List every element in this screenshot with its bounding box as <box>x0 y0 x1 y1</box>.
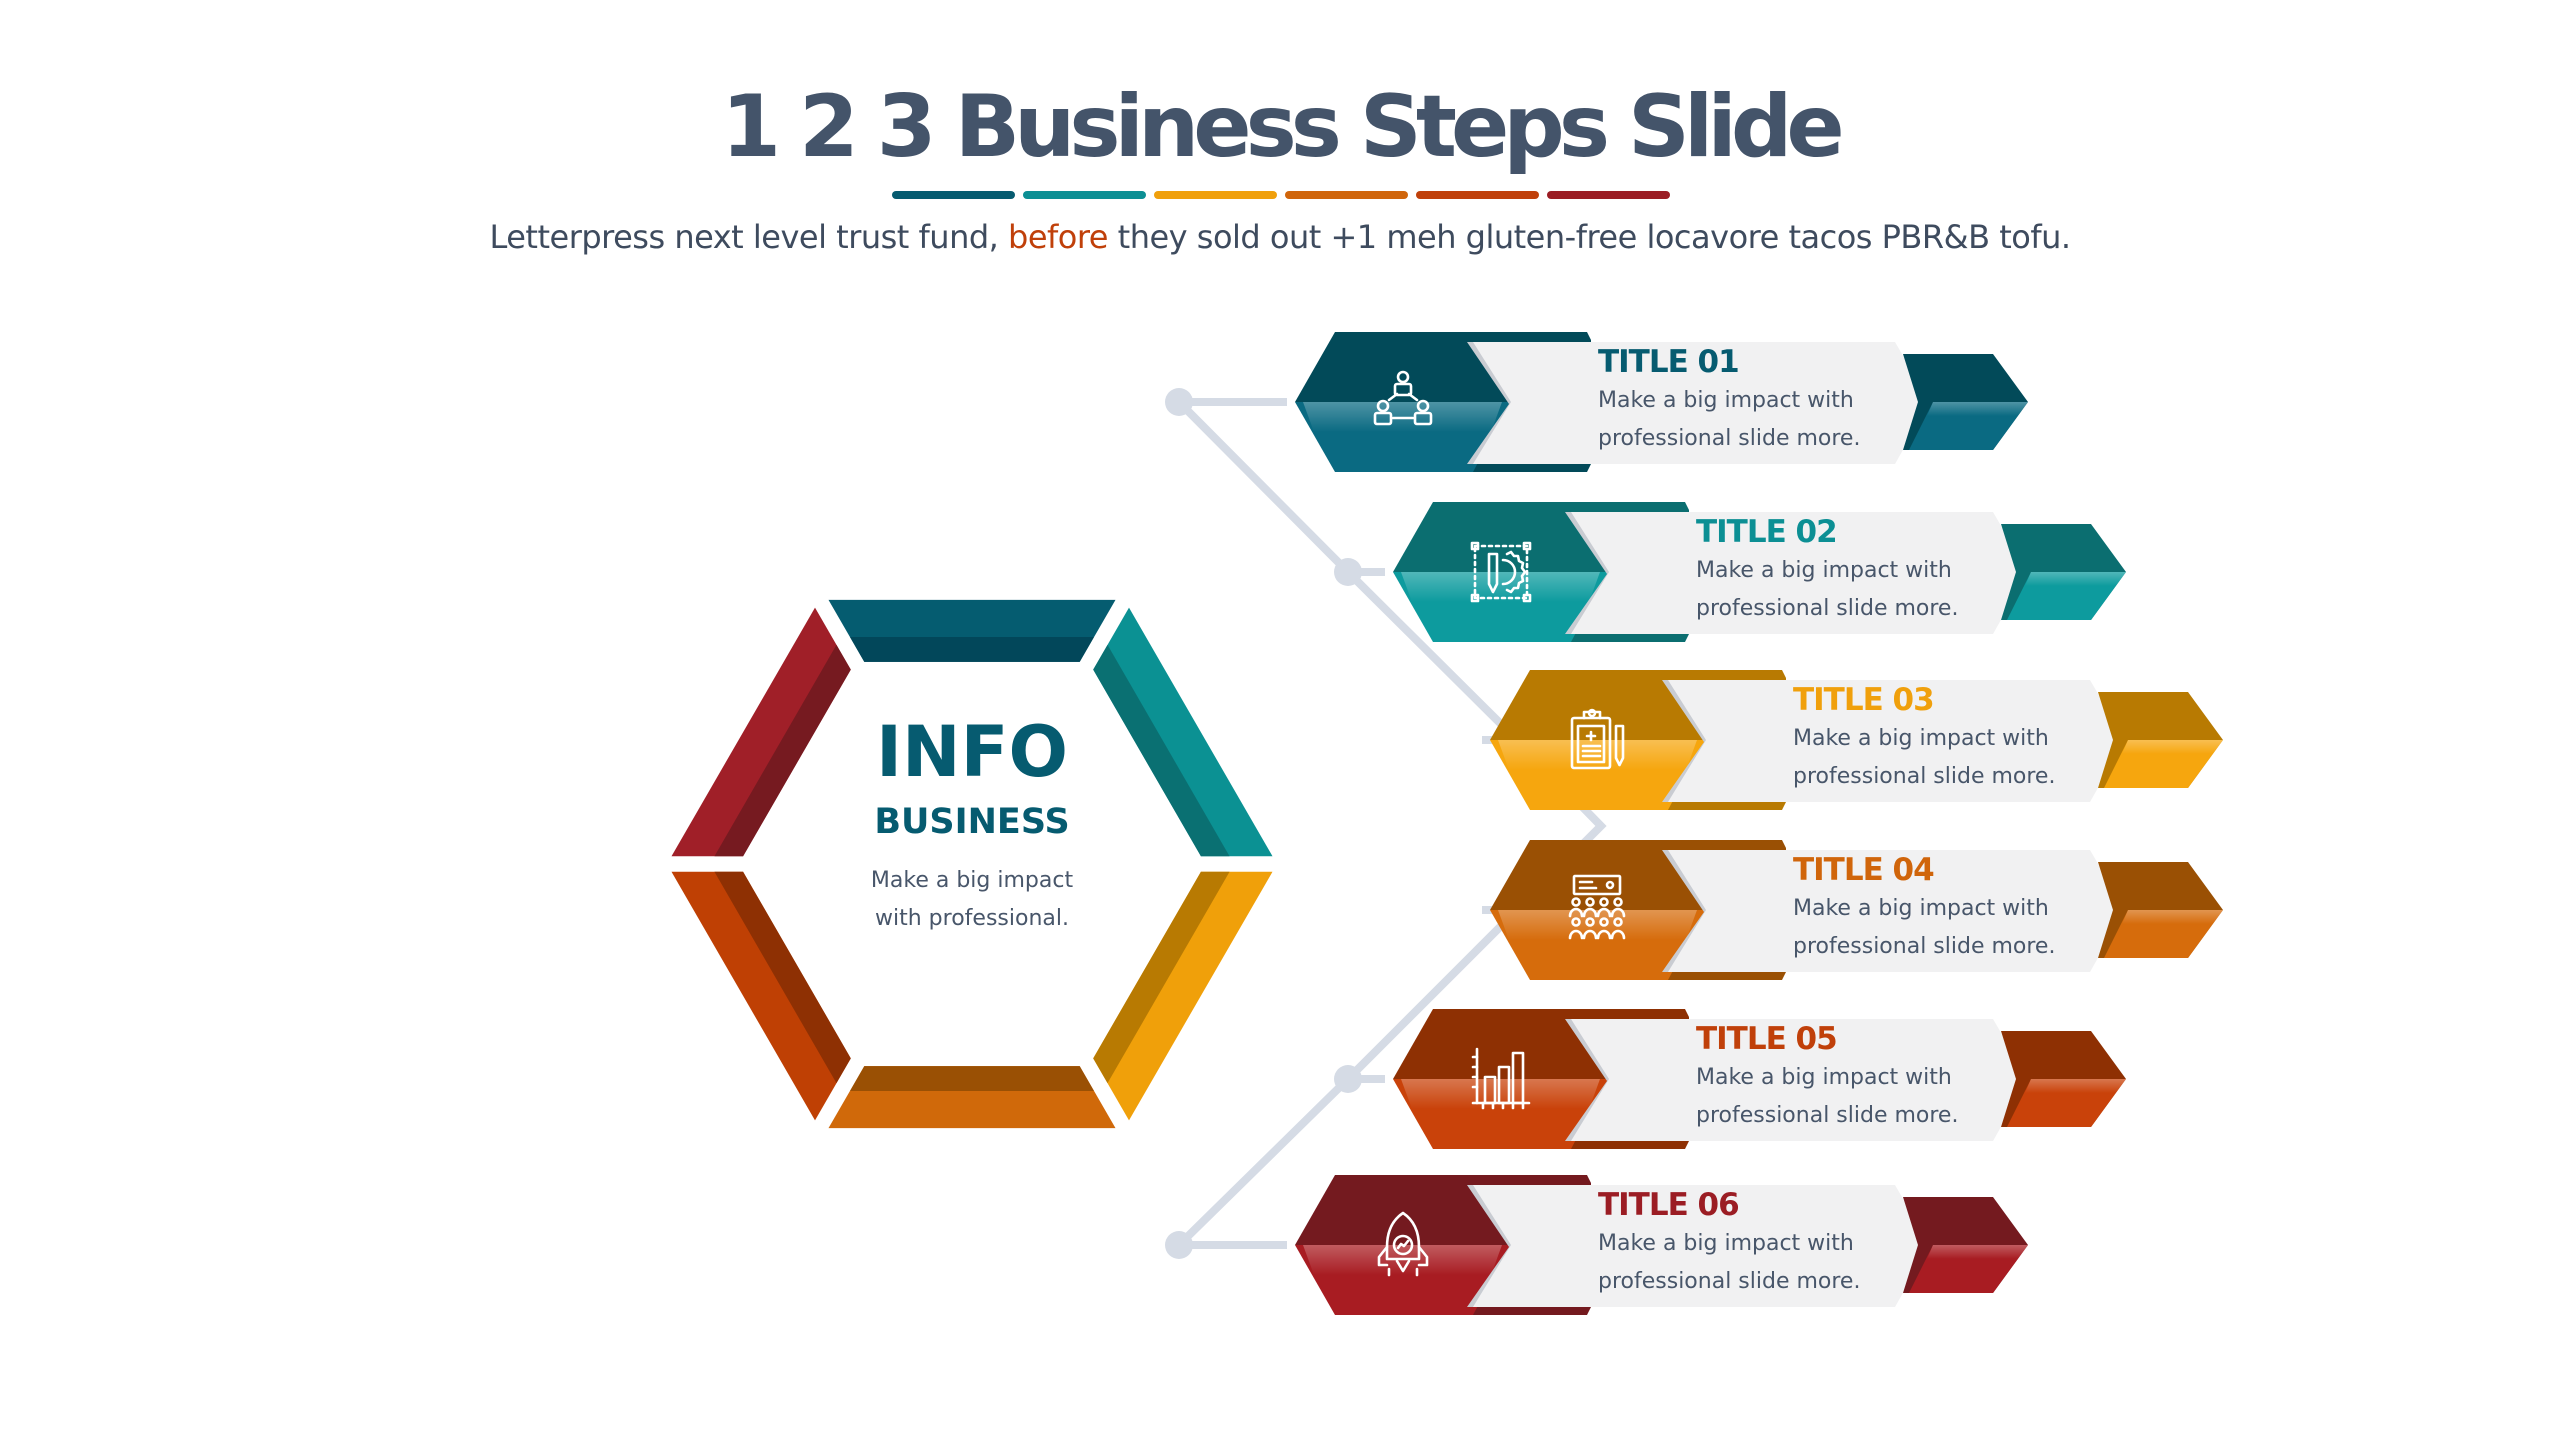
center-title: INFO <box>876 711 1068 793</box>
rocket-icon <box>1377 1211 1429 1277</box>
step-description: Make a big impact with professional slide… <box>1696 552 1996 628</box>
step-description-line-1: Make a big impact with <box>1696 1065 1952 1090</box>
chevron-right-icon <box>2001 524 2126 572</box>
step-card-3 <box>1490 670 2223 810</box>
step-description: Make a big impact with professional slide… <box>1696 1059 1996 1135</box>
step-text-panel <box>1668 850 2125 972</box>
hexagon-segment-lower-left <box>671 871 851 1121</box>
center-hexagon <box>671 599 1273 1129</box>
chevron-right-icon <box>2001 1031 2126 1079</box>
underline-bar-2 <box>1023 191 1146 199</box>
clipboard-icon <box>1570 708 1625 770</box>
step-description-line-1: Make a big impact with <box>1696 558 1952 583</box>
step-description-line-1: Make a big impact with <box>1598 1231 1854 1256</box>
step-text-panel <box>1571 512 2028 634</box>
step-card-5 <box>1393 1009 2126 1149</box>
underline-bar-6 <box>1547 191 1670 199</box>
subtitle-text-end: they sold out +1 meh gluten-free locavor… <box>1107 218 2071 256</box>
subtitle-highlight: before <box>1008 218 1108 256</box>
step-description-line-1: Make a big impact with <box>1598 388 1854 413</box>
step-text-panel <box>1473 1185 1930 1307</box>
connector-dot <box>1165 388 1193 416</box>
connector-dot <box>1334 1065 1362 1093</box>
slide-title: 1 2 3 Business Steps Slide <box>721 77 1845 177</box>
step-card-2 <box>1393 502 2126 642</box>
hexagon-segment-bottom <box>828 1066 1116 1129</box>
design-tool-icon <box>1470 541 1532 603</box>
hexagon-segment-lower-right <box>1093 871 1273 1121</box>
bar-chart-icon <box>1471 1047 1531 1110</box>
hexagon-segment-top <box>828 599 1116 662</box>
step-text-panel <box>1668 680 2125 802</box>
chevron-right-icon <box>2098 692 2223 740</box>
step-card-text-3: TITLE 03 Make a big impact with professio… <box>1793 682 2093 796</box>
step-card-text-5: TITLE 05 Make a big impact with professio… <box>1696 1021 1996 1135</box>
step-description-line-2: professional slide more. <box>1696 1103 1959 1128</box>
underline-bar-3 <box>1154 191 1277 199</box>
step-card-4 <box>1490 840 2223 980</box>
center-body-line-2: with professional. <box>875 906 1069 931</box>
step-title: TITLE 05 <box>1696 1021 1838 1057</box>
step-description: Make a big impact with professional slide… <box>1793 890 2093 966</box>
connector-dot <box>1165 1231 1193 1259</box>
center-subtitle: BUSINESS <box>874 802 1070 842</box>
step-title: TITLE 02 <box>1696 514 1838 550</box>
slide-subtitle: Letterpress next level trust fund, befor… <box>0 218 2560 256</box>
chevron-right-icon <box>1903 354 2028 402</box>
step-title: TITLE 06 <box>1598 1187 1740 1223</box>
hexagon-segment-upper-right <box>1093 607 1273 857</box>
step-card-text-6: TITLE 06 Make a big impact with professio… <box>1598 1187 1898 1301</box>
underline-bar-4 <box>1285 191 1408 199</box>
step-description-line-2: professional slide more. <box>1696 596 1959 621</box>
step-text-panel <box>1571 1019 2028 1141</box>
step-description-line-2: professional slide more. <box>1598 426 1861 451</box>
step-description-line-1: Make a big impact with <box>1793 726 2049 751</box>
title-underline <box>892 191 1670 199</box>
step-card-1 <box>1295 332 2028 472</box>
step-card-text-1: TITLE 01 Make a big impact with professio… <box>1598 344 1898 458</box>
audience-presentation-icon <box>1568 874 1626 940</box>
team-network-icon <box>1373 370 1433 426</box>
chevron-right-icon <box>2098 862 2223 910</box>
step-text-panel <box>1473 342 1930 464</box>
underline-bar-1 <box>892 191 1015 199</box>
center-body: Make a big impact with professional. <box>772 862 1172 938</box>
step-title: TITLE 03 <box>1793 682 1935 718</box>
subtitle-text-start: Letterpress next level trust fund, <box>489 218 1008 256</box>
step-description: Make a big impact with professional slide… <box>1598 382 1898 458</box>
step-description: Make a big impact with professional slide… <box>1598 1225 1898 1301</box>
step-description-line-2: professional slide more. <box>1793 934 2056 959</box>
center-body-line-1: Make a big impact <box>870 868 1074 893</box>
step-title: TITLE 04 <box>1793 852 1935 888</box>
step-cards <box>1295 332 2223 1315</box>
connector-dot <box>1334 558 1362 586</box>
step-description-line-2: professional slide more. <box>1793 764 2056 789</box>
underline-bar-5 <box>1416 191 1539 199</box>
step-card-text-4: TITLE 04 Make a big impact with professio… <box>1793 852 2093 966</box>
step-card-6 <box>1295 1175 2028 1315</box>
step-title: TITLE 01 <box>1598 344 1740 380</box>
step-description-line-1: Make a big impact with <box>1793 896 2049 921</box>
step-description: Make a big impact with professional slide… <box>1793 720 2093 796</box>
chevron-right-icon <box>1903 1197 2028 1245</box>
hexagon-segment-upper-left <box>671 607 851 857</box>
step-card-text-2: TITLE 02 Make a big impact with professio… <box>1696 514 1996 628</box>
step-description-line-2: professional slide more. <box>1598 1269 1861 1294</box>
